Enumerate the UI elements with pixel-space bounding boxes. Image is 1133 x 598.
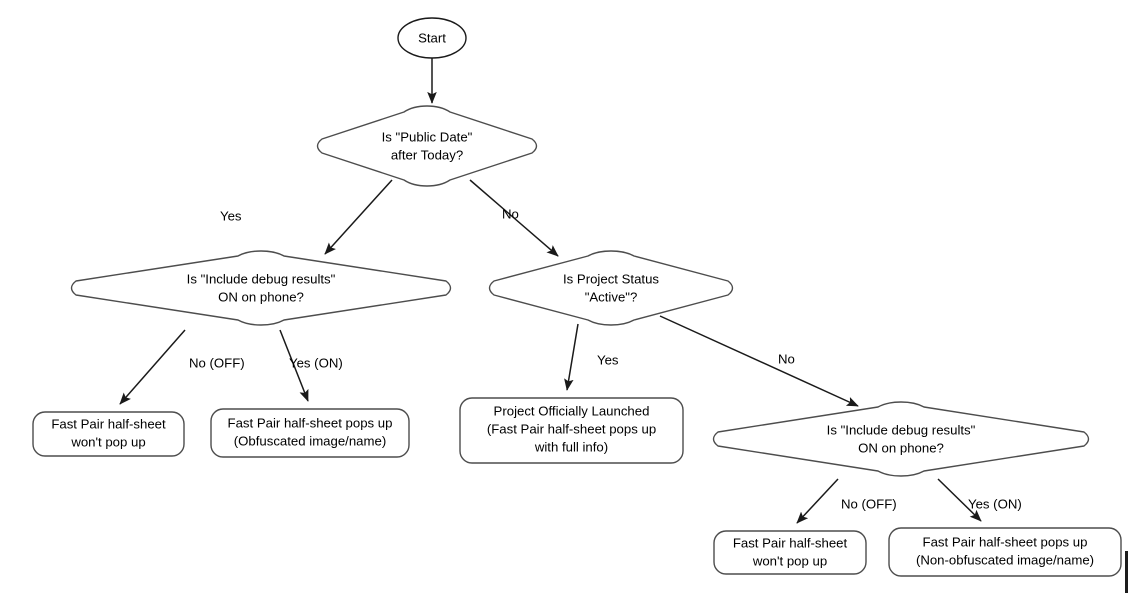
edge-label-debug-left-no: No (OFF): [189, 355, 245, 370]
debug-right-diamond[interactable]: [712, 401, 1090, 477]
edge-label-debug-right-yes: Yes (ON): [968, 496, 1022, 511]
debug-left-diamond[interactable]: [70, 250, 452, 326]
edge-public-date-no: No: [469, 179, 559, 257]
project-status-label-line1: Is Project Status: [563, 271, 659, 286]
start-ellipse[interactable]: [397, 17, 467, 59]
edge-label-project-status-no: No: [778, 351, 795, 366]
debug-left-label-line2: ON on phone?: [218, 289, 304, 304]
public-date-label-line1: Is "Public Date": [382, 129, 473, 144]
node-start[interactable]: Start: [397, 17, 467, 59]
node-result-wont-pop-right[interactable]: Fast Pair half-sheet won't pop up: [713, 530, 867, 575]
result-non-obfuscated-line2: (Non-obfuscated image/name): [916, 552, 1094, 567]
node-result-wont-pop-left[interactable]: Fast Pair half-sheet won't pop up: [32, 411, 185, 457]
result-launched-line1: Project Officially Launched: [494, 403, 650, 418]
result-non-obfuscated-box[interactable]: [888, 527, 1122, 577]
edge-debug-left-no: No (OFF): [119, 329, 245, 405]
node-layer: Start Is "Public Date" after Today? Is "…: [32, 17, 1122, 577]
node-result-launched[interactable]: Project Officially Launched (Fast Pair h…: [459, 397, 684, 464]
start-label: Start: [418, 30, 446, 45]
edge-debug-right-yes: Yes (ON): [937, 478, 1022, 522]
edge-project-status-yes: Yes: [564, 323, 619, 391]
result-launched-line3: with full info): [534, 439, 608, 454]
result-wont-pop-right-box[interactable]: [713, 530, 867, 575]
edge-project-status-no: No: [659, 315, 859, 407]
node-debug-right-decision[interactable]: Is "Include debug results" ON on phone?: [712, 401, 1090, 477]
edge-label-public-date-yes: Yes: [220, 208, 242, 223]
node-public-date-decision[interactable]: Is "Public Date" after Today?: [316, 105, 538, 187]
result-obfuscated-box[interactable]: [210, 408, 410, 458]
result-launched-box[interactable]: [459, 397, 684, 464]
public-date-diamond[interactable]: [316, 105, 538, 187]
result-non-obfuscated-line1: Fast Pair half-sheet pops up: [923, 534, 1088, 549]
node-debug-left-decision[interactable]: Is "Include debug results" ON on phone?: [70, 250, 452, 326]
project-status-label-line2: "Active"?: [585, 289, 638, 304]
project-status-diamond[interactable]: [488, 250, 734, 326]
edge-layer: Yes No No (OFF) Yes (ON) Yes: [119, 58, 1022, 524]
result-wont-pop-left-line1: Fast Pair half-sheet: [51, 416, 166, 431]
result-wont-pop-right-line1: Fast Pair half-sheet: [733, 535, 848, 550]
node-result-obfuscated[interactable]: Fast Pair half-sheet pops up (Obfuscated…: [210, 408, 410, 458]
public-date-label-line2: after Today?: [391, 147, 463, 162]
node-result-non-obfuscated[interactable]: Fast Pair half-sheet pops up (Non-obfusc…: [888, 527, 1122, 577]
page-edge-artifact: [1125, 551, 1128, 593]
node-project-status-decision[interactable]: Is Project Status "Active"?: [488, 250, 734, 326]
debug-right-label-line2: ON on phone?: [858, 440, 944, 455]
edge-debug-right-no: No (OFF): [796, 478, 897, 524]
edge-label-debug-left-yes: Yes (ON): [289, 355, 343, 370]
result-wont-pop-right-line2: won't pop up: [752, 553, 827, 568]
edge-public-date-yes: Yes: [220, 179, 393, 255]
result-obfuscated-line1: Fast Pair half-sheet pops up: [228, 415, 393, 430]
debug-left-label-line1: Is "Include debug results": [187, 271, 336, 286]
edge-debug-left-yes: Yes (ON): [279, 329, 343, 402]
result-wont-pop-left-box[interactable]: [32, 411, 185, 457]
edge-label-project-status-yes: Yes: [597, 352, 619, 367]
edge-label-debug-right-no: No (OFF): [841, 496, 897, 511]
result-wont-pop-left-line2: won't pop up: [70, 434, 145, 449]
result-obfuscated-line2: (Obfuscated image/name): [234, 433, 386, 448]
result-launched-line2: (Fast Pair half-sheet pops up: [487, 421, 656, 436]
edge-label-public-date-no: No: [502, 206, 519, 221]
debug-right-label-line1: Is "Include debug results": [827, 422, 976, 437]
